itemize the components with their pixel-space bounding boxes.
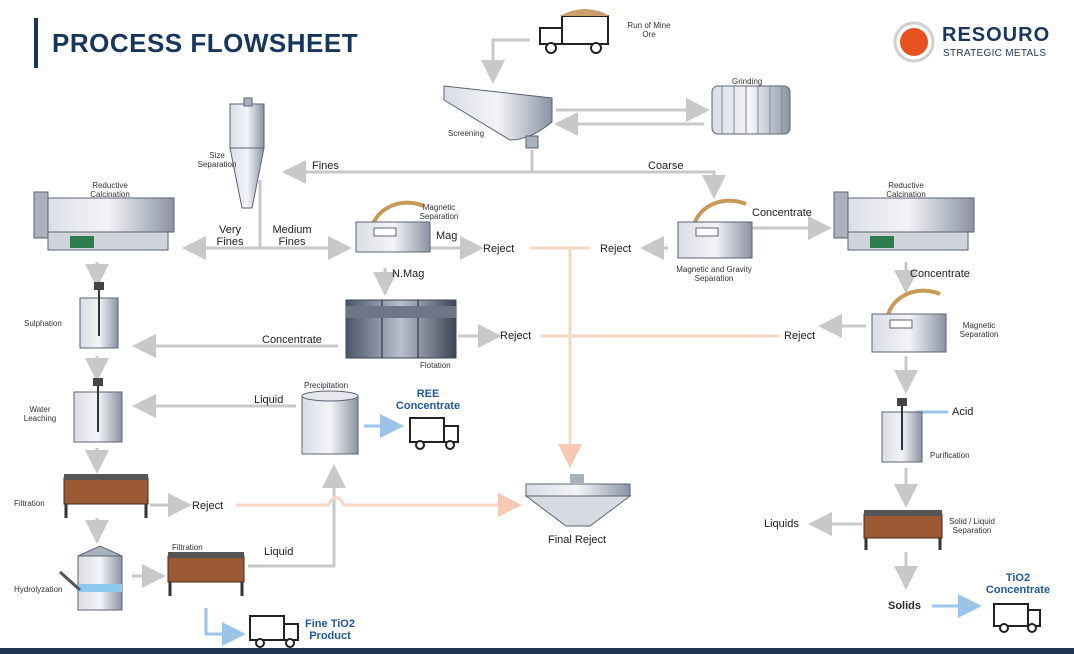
filter-press-left-icon	[63, 474, 149, 518]
hydrolyzation-tank-icon	[58, 545, 123, 611]
logo-mark-icon	[893, 21, 935, 63]
rom-truck-icon	[539, 9, 610, 54]
label-magnetic-gravity: Magnetic and Gravity Separation	[676, 265, 752, 283]
flow-concentrate-3: Concentrate	[262, 334, 322, 346]
label-hydrolyzation: Hydrolyzation	[14, 585, 63, 594]
flow-concentrate-2: Concentrate	[910, 268, 970, 280]
water-leaching-tank-icon	[73, 378, 123, 443]
product-tio2-concentrate: TiO2 Concentrate	[985, 572, 1051, 597]
flow-solids: Solids	[888, 600, 922, 612]
magnetic-separator-2-icon	[871, 288, 947, 353]
label-precipitation: Precipitation	[304, 381, 349, 390]
flow-coarse: Coarse	[648, 160, 684, 172]
page-title: PROCESS FLOWSHEET	[52, 28, 359, 58]
precipitation-tank-icon	[301, 390, 359, 455]
flow-reject-2: Reject	[600, 243, 632, 255]
label-purification: Purification	[930, 451, 970, 460]
footer-bar	[0, 648, 1074, 654]
screening-icon	[443, 85, 553, 149]
magnetic-gravity-separator-icon	[677, 198, 753, 259]
filter-press-right-icon	[863, 510, 943, 550]
label-size-separation: Size Separation	[197, 151, 237, 169]
flow-liquids: Liquids	[764, 518, 799, 530]
flow-medium-fines: Medium Fines	[272, 224, 312, 249]
ree-truck-icon	[409, 417, 459, 450]
flow-reject-5: Reject	[192, 500, 224, 512]
title-accent-bar	[34, 18, 38, 68]
fine-tio2-truck-icon	[249, 615, 299, 648]
flow-reject-3: Reject	[500, 330, 532, 342]
label-rom: Run of Mine Ore	[627, 21, 671, 39]
label-magnetic-separation-1: Magnetic Separation	[419, 203, 459, 221]
flow-reject-1: Reject	[483, 243, 515, 255]
cyclone-icon	[229, 97, 265, 209]
magnetic-separator-1-icon	[355, 200, 431, 253]
logo-tagline: STRATEGIC METALS	[943, 48, 1047, 59]
thickener-icon	[524, 474, 632, 527]
flow-acid: Acid	[952, 406, 974, 418]
label-reductive-calcination-right: Reductive Calcination	[886, 181, 926, 199]
flotation-cells-icon	[345, 299, 457, 359]
flow-mag: Mag	[436, 230, 458, 242]
kiln-left-icon	[33, 191, 175, 251]
flow-liquid-1: Liquid	[254, 394, 284, 406]
label-sulphation: Sulphation	[24, 319, 62, 328]
logo-name: RESOURO	[942, 24, 1051, 46]
flow-fines: Fines	[312, 160, 339, 172]
product-ree-concentrate: REE Concentrate	[395, 388, 461, 413]
filter-press-bottom-icon	[167, 552, 245, 596]
flow-liquid-2: Liquid	[264, 546, 294, 558]
label-water-leaching: Water Leaching	[23, 405, 57, 423]
flow-reject-4: Reject	[784, 330, 816, 342]
kiln-right-icon	[833, 191, 975, 251]
label-grinding: Grinding	[732, 77, 763, 86]
product-fine-tio2: Fine TiO2 Product	[305, 618, 355, 643]
label-screening: Screening	[448, 129, 485, 138]
tio2-truck-icon	[993, 603, 1041, 633]
label-filtration-bottom: Filtration	[172, 543, 203, 552]
flow-concentrate-1: Concentrate	[752, 207, 812, 219]
label-magnetic-separation-2: Magnetic Separation	[959, 321, 999, 339]
label-reductive-calcination-left: Reductive Calcination	[90, 181, 130, 199]
label-final-reject: Final Reject	[548, 534, 607, 546]
purification-tank-icon	[881, 398, 923, 463]
flow-very-fines: Very Fines	[216, 224, 244, 249]
label-flotation: Flotation	[420, 361, 451, 370]
grinding-mill-icon	[711, 85, 791, 135]
label-solid-liquid: Solid / Liquid Separation	[949, 517, 995, 535]
label-filtration-left: Filtration	[14, 499, 45, 508]
sulphation-tank-icon	[79, 282, 119, 349]
flow-n-mag: N.Mag	[392, 268, 425, 280]
